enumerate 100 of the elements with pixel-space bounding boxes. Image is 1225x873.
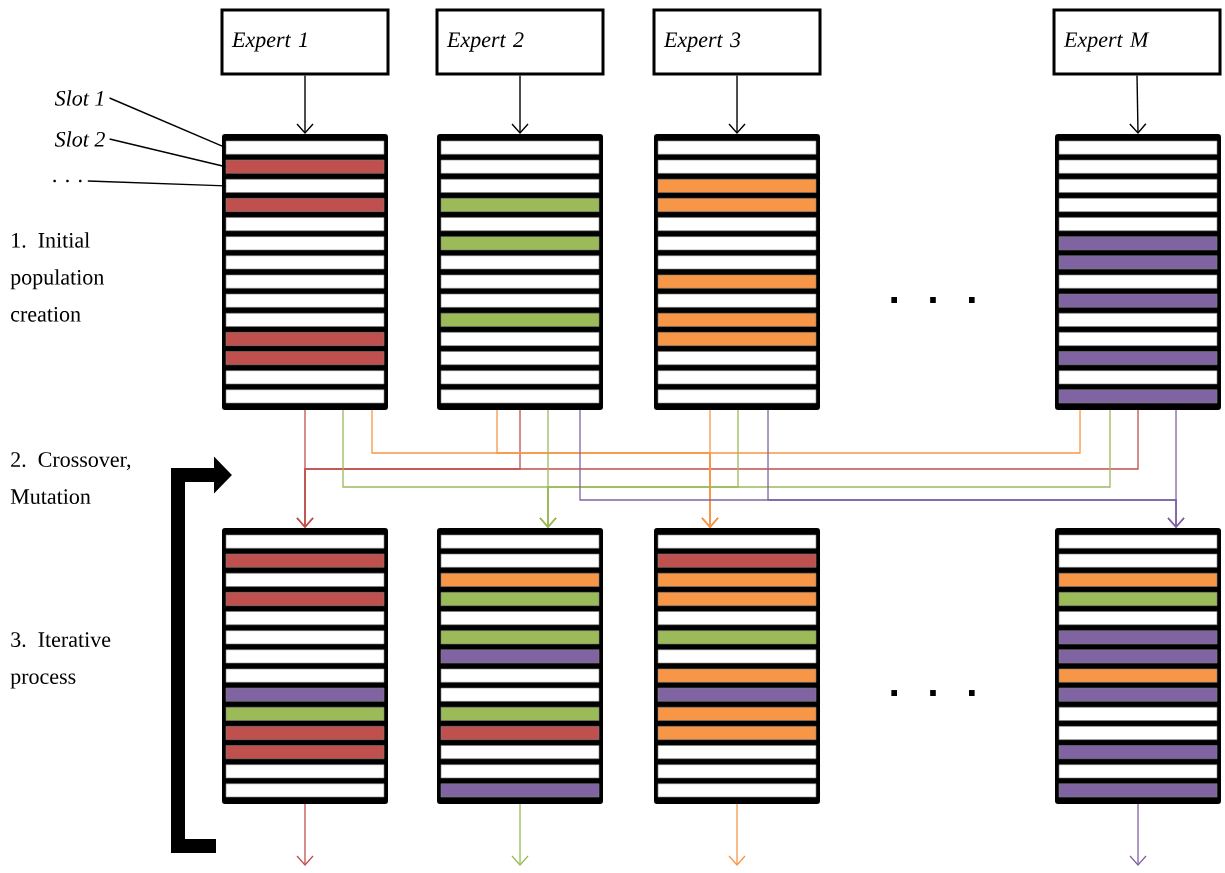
slot-bar <box>1058 236 1218 251</box>
slot-bar <box>1058 332 1218 346</box>
slot-bar <box>440 572 600 587</box>
slot-bar <box>440 274 600 289</box>
arrow <box>539 409 1111 528</box>
slot-bar <box>657 611 817 626</box>
slot-bar <box>1058 274 1218 289</box>
arrow <box>296 74 314 134</box>
slot-bar <box>1058 159 1218 174</box>
slot-bar <box>225 236 385 251</box>
slot-bar <box>440 745 600 760</box>
slot-bar <box>1058 687 1218 702</box>
expert-box: Expert M <box>1052 8 1222 76</box>
slot-bar <box>657 668 817 683</box>
slot-bar <box>440 312 600 327</box>
slot-bar <box>440 687 600 702</box>
slot-bar <box>440 255 600 270</box>
slot-bar <box>225 255 385 270</box>
slot-bar <box>1058 783 1218 798</box>
expert-box: Expert 2 <box>435 8 605 76</box>
slot-bar <box>1058 764 1218 779</box>
slot-bar <box>225 217 385 232</box>
arrow <box>1129 74 1147 134</box>
slot-bar <box>1058 745 1218 760</box>
slot-bar <box>440 649 600 664</box>
arrow <box>728 803 746 866</box>
slot-bar <box>440 351 600 366</box>
slot-bar <box>440 198 600 212</box>
slot-label: . . . <box>53 179 82 183</box>
slot-label: Slot 2 <box>54 131 105 147</box>
slot-bar <box>1058 351 1218 366</box>
slot-bar <box>225 745 385 760</box>
slot-bar <box>225 534 385 549</box>
slot-bar <box>657 783 817 798</box>
slot-bar <box>1058 706 1218 721</box>
slot-bar <box>225 351 385 366</box>
slot-bar <box>225 706 385 721</box>
slot-bar <box>225 611 385 626</box>
slot-bar <box>657 198 817 212</box>
slot-bar <box>440 236 600 251</box>
slot-bar <box>657 274 817 289</box>
slot-bar <box>657 592 817 606</box>
slot-bar <box>440 668 600 683</box>
slot-bar <box>225 726 385 740</box>
slot-bar <box>657 159 817 174</box>
slot-bar <box>225 649 385 664</box>
slot-bar <box>225 332 385 346</box>
slot-bar <box>657 553 817 568</box>
step-label: 2. Crossover, Mutation <box>10 452 131 504</box>
leader-line <box>87 180 227 187</box>
slot-bar <box>1058 592 1218 606</box>
leader-line <box>108 138 227 168</box>
slot-bar <box>225 159 385 174</box>
slot-bar <box>225 783 385 798</box>
slot-bar <box>440 611 600 626</box>
slot-bar <box>657 293 817 308</box>
arrow <box>296 409 1139 528</box>
slot-bar <box>657 178 817 193</box>
slot-bar <box>225 274 385 289</box>
slot-bar <box>225 312 385 327</box>
slot-bar <box>1058 178 1218 193</box>
slot-bar <box>1058 389 1218 404</box>
slot-bar <box>657 255 817 270</box>
slot-bar <box>657 351 817 366</box>
slot-bar <box>657 217 817 232</box>
slot-bar <box>1058 198 1218 212</box>
slot-bar <box>440 332 600 346</box>
slot-bar <box>1058 630 1218 645</box>
slot-bar <box>440 389 600 404</box>
arrow <box>296 803 314 866</box>
slot-bar <box>657 745 817 760</box>
slot-bar <box>440 159 600 174</box>
step-label: 3. Iterative process <box>10 632 111 689</box>
slot-bar <box>225 764 385 779</box>
slot-bar <box>657 140 817 155</box>
slot-bar <box>225 668 385 683</box>
slot-bar <box>1058 553 1218 568</box>
slot-bar <box>657 236 817 251</box>
slot-bar <box>440 217 600 232</box>
slot-bar <box>225 630 385 645</box>
slot-bar <box>440 140 600 155</box>
slot-bar <box>657 726 817 740</box>
arrow <box>511 803 529 866</box>
slot-bar <box>1058 668 1218 683</box>
slot-bar <box>225 389 385 404</box>
slot-bar <box>1058 140 1218 155</box>
slot-bar <box>440 726 600 740</box>
slot-bar <box>440 783 600 798</box>
slot-bar <box>225 198 385 212</box>
slot-bar <box>1058 611 1218 626</box>
ellipsis-dots: . . . <box>891 690 975 696</box>
slot-bar <box>657 764 817 779</box>
slot-bar <box>440 592 600 606</box>
slot-bar <box>225 370 385 385</box>
step-label: 1. Initial population creation <box>10 232 104 322</box>
slot-bar <box>657 630 817 645</box>
slot-bar <box>440 293 600 308</box>
slot-bar <box>1058 312 1218 327</box>
slot-bar <box>657 572 817 587</box>
slot-bar <box>1058 572 1218 587</box>
